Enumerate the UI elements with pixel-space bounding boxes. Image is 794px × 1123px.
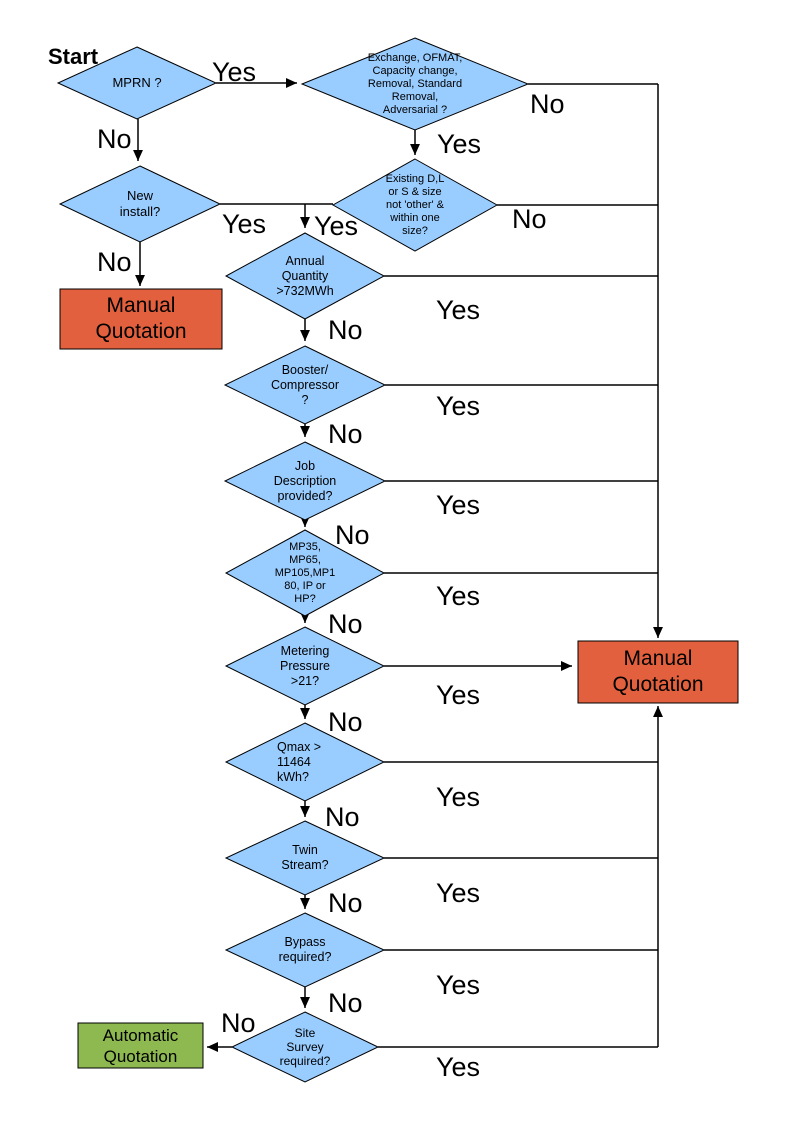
edge-label-mprn-yes: Yes: [212, 57, 257, 87]
edge-label-job-no: No: [335, 520, 370, 550]
decision-mprn-shape: [56, 46, 218, 120]
edge-label-exchange-yes: Yes: [437, 129, 482, 159]
edge-label-new-install-no: No: [97, 247, 132, 277]
terminal-manual-right-label: Manual Quotation: [612, 647, 704, 696]
decision-job-label: Job Description provided?: [273, 458, 337, 503]
edge-label-existing-yes: Yes: [314, 211, 359, 241]
decision-metering-shape: [224, 626, 386, 706]
decision-annual-shape: [224, 232, 386, 320]
decision-site-shape: [230, 1011, 380, 1083]
terminal-automatic-label: Automatic Quotation: [102, 1025, 179, 1066]
edge-label-metering-yes: Yes: [436, 680, 481, 710]
edge-label-new-install-yes: Yes: [222, 209, 267, 239]
edge-label-exchange-no: No: [530, 89, 565, 119]
decision-twin-shape: [224, 820, 386, 896]
edge-label-mp35-no: No: [328, 609, 363, 639]
terminal-automatic-shape: [77, 1022, 204, 1069]
edge-label-booster-no: No: [328, 419, 363, 449]
edge-label-annual-yes: Yes: [436, 295, 481, 325]
terminal-manual-left-label: Manual Quotation: [95, 294, 187, 343]
edge-label-twin-no: No: [328, 888, 363, 918]
decision-existing-label: Existing D,L or S & size not 'other' & w…: [385, 172, 445, 237]
decision-existing-shape: [331, 158, 499, 252]
decision-mp35-shape: [224, 529, 386, 617]
edge-label-mprn-no: No: [97, 124, 132, 154]
decision-new-install-shape: [58, 165, 222, 243]
decision-exchange-label: Exchange, OFMAT, Capacity change, Remova…: [367, 51, 463, 116]
edge-label-job-yes: Yes: [436, 490, 481, 520]
decision-new-install-label: New install?: [119, 188, 161, 219]
decision-bypass-shape: [224, 912, 386, 988]
decision-qmax-shape: [224, 722, 386, 802]
decision-twin-label: Twin Stream?: [281, 843, 329, 872]
decision-annual-label: Annual Quantity >732MWh: [276, 253, 334, 298]
edge-label-bypass-yes: Yes: [436, 970, 481, 1000]
edge-label-twin-yes: Yes: [436, 878, 481, 908]
decision-booster-shape: [223, 345, 387, 425]
edge-label-qmax-yes: Yes: [436, 782, 481, 812]
decision-mprn-label: MPRN ?: [112, 75, 162, 90]
start-label: Start: [48, 44, 99, 69]
edge-label-qmax-no: No: [325, 802, 360, 832]
decision-site-label: Site Survey required?: [279, 1026, 331, 1068]
edge-label-site-no: No: [221, 1008, 256, 1038]
edge-label-existing-no: No: [512, 204, 547, 234]
decision-booster-label: Booster/ Compressor ?: [270, 362, 340, 407]
decision-exchange-shape: [300, 37, 530, 131]
terminal-manual-left-shape: [59, 288, 223, 350]
decision-mp35-label: MP35, MP65, MP105,MP1 80, IP or HP?: [274, 540, 336, 605]
decision-job-shape: [223, 441, 387, 521]
edge-label-site-yes: Yes: [436, 1052, 481, 1082]
terminal-manual-right-shape: [577, 640, 739, 704]
edge-label-booster-yes: Yes: [436, 391, 481, 421]
edge-label-mp35-yes: Yes: [436, 581, 481, 611]
edge-label-bypass-no: No: [328, 988, 363, 1018]
decision-metering-label: Metering Pressure >21?: [279, 643, 331, 688]
connectors: [133, 78, 663, 1052]
edge-label-annual-no: No: [328, 315, 363, 345]
decision-bypass-label: Bypass required?: [278, 935, 332, 964]
decision-qmax-label: Qmax > 11464 kWh?: [277, 739, 322, 784]
edge-label-metering-no: No: [328, 707, 363, 737]
